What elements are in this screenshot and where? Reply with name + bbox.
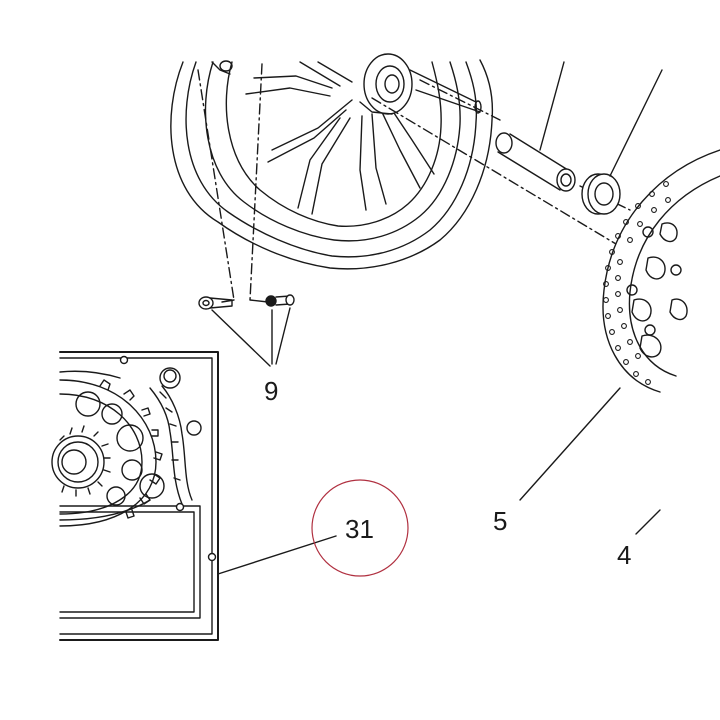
- leader-31: [217, 535, 337, 575]
- callout-31: 31: [345, 514, 374, 544]
- screws-group: [198, 294, 295, 310]
- spacer-sleeve: [495, 132, 576, 192]
- wheel-bearing: [581, 173, 621, 215]
- brake-disc: [602, 149, 720, 393]
- leader-top-2: [609, 69, 663, 177]
- disc-drill-holes: [603, 181, 671, 385]
- callout-9: 9: [264, 376, 279, 406]
- sprocket-cover-inset: [51, 351, 219, 641]
- leader-top-1: [539, 61, 565, 151]
- highlight-circle-31: [311, 479, 409, 577]
- callout-9-leaders: [211, 307, 291, 367]
- callout-4: 4: [617, 540, 632, 570]
- callout-5: 5: [493, 506, 508, 536]
- leader-5: [519, 387, 621, 501]
- leader-4: [635, 509, 661, 535]
- rear-wheel: [170, 53, 494, 270]
